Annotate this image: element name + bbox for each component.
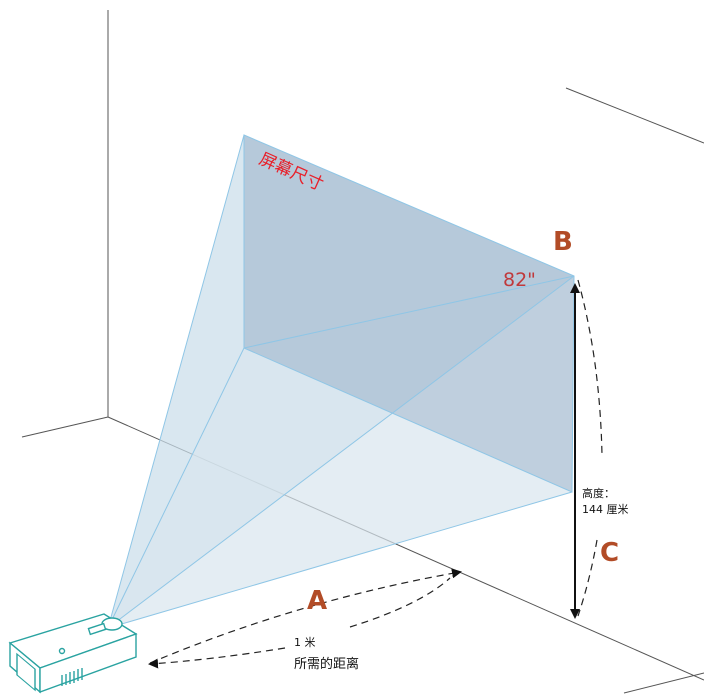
diagonal-label: 82"	[503, 269, 536, 291]
beam-edge-bottom-right	[107, 491, 573, 629]
beam-edge-top-left	[107, 134, 245, 629]
projector-vents	[61, 668, 83, 686]
projector	[8, 613, 138, 694]
floor-left-line	[21, 416, 109, 438]
beam-edge-bottom-left	[107, 347, 245, 629]
screen-surface	[244, 135, 574, 492]
distance-dashed-arc-upper	[149, 568, 462, 664]
distance-value: 1 米	[294, 636, 316, 649]
projector-side	[39, 633, 137, 694]
height-value: 144 厘米	[582, 503, 629, 516]
screen-outline	[243, 134, 575, 493]
height-dashed-arc-lower	[577, 539, 598, 617]
projector-top-button	[87, 622, 107, 636]
label-c: C	[600, 538, 619, 568]
projection-beam	[107, 134, 575, 629]
wall-top-line	[565, 87, 704, 144]
floor-right-line	[623, 672, 704, 694]
projector-front-panel	[16, 652, 36, 692]
screen-diagonal-line	[243, 275, 575, 349]
height-dashed-arc-upper	[577, 279, 603, 456]
distance-caption: 所需的距离	[294, 656, 359, 672]
distance-dashed-arc-left	[148, 647, 286, 669]
label-a: A	[307, 586, 327, 616]
beam-bottom-face	[108, 348, 572, 628]
label-b: B	[553, 227, 573, 257]
height-title: 高度：	[582, 486, 615, 500]
beam-edge-top-right	[107, 275, 575, 629]
projector-top-dot	[58, 647, 66, 655]
distance-dashed-arc-right	[349, 577, 451, 628]
